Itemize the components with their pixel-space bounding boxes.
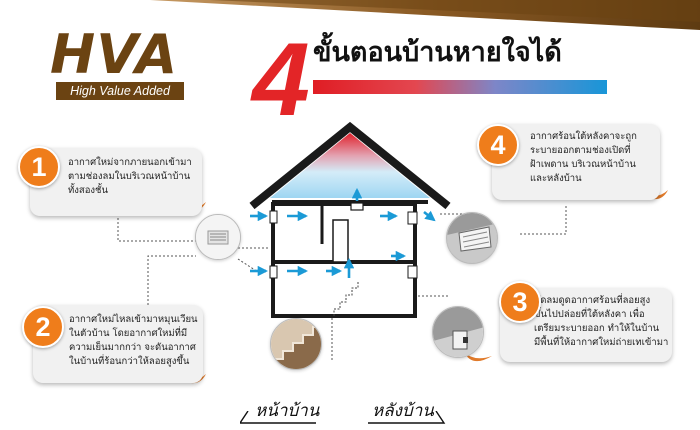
photo-wall-vent xyxy=(195,214,241,260)
photo-ceiling-vent xyxy=(446,212,498,264)
step-4-line: อากาศร้อนใต้หลังคาจะถูก xyxy=(530,131,637,142)
headline-number: 4 xyxy=(252,22,310,138)
vent-grille-icon xyxy=(196,215,240,259)
step-2-line: ความเย็นมากกว่า จะดันอากาศ xyxy=(69,342,196,353)
step-4-line: ฝ้าเพดาน บริเวณหน้าบ้าน xyxy=(530,159,636,170)
door xyxy=(332,219,349,263)
ceiling-fan-icon xyxy=(433,307,483,357)
photo-staircase xyxy=(270,318,322,370)
step-3-line: มีพื้นที่ให้อากาศใหม่ถ่ายเทเข้ามา xyxy=(534,337,669,348)
roof-air-gradient xyxy=(270,133,430,198)
brand-tagline: High Value Added xyxy=(56,82,184,100)
step-1-line: ทั้งสองชั้น xyxy=(68,185,108,196)
step-4-line: และหลังบ้าน xyxy=(530,173,582,184)
step-3-line: ขึ้นไปปล่อยที่ใต้หลังคา เพื่อ xyxy=(534,309,645,320)
step-3-text: พัดลมดูดอากาศร้อนที่ลอยสูง ขึ้นไปปล่อยที… xyxy=(534,294,671,350)
step-badge-1: 1 xyxy=(18,146,60,188)
photo-ceiling-fan xyxy=(432,306,484,358)
back-label: หลังบ้าน xyxy=(372,401,434,421)
step-2-line: ในตัวบ้าน โดยอากาศใหม่ที่มี xyxy=(69,328,188,339)
step-1-line: อากาศใหม่จากภายนอกเข้ามา xyxy=(68,157,192,168)
house-walls xyxy=(271,202,417,318)
step-badge-4: 4 xyxy=(477,124,519,166)
page-title: ขั้นตอนบ้านหายใจได้ xyxy=(313,37,562,68)
step-card-1: อากาศใหม่จากภายนอกเข้ามา ตามช่องลมในบริเ… xyxy=(30,148,202,216)
step-3-line: พัดลมดูดอากาศร้อนที่ลอยสูง xyxy=(534,295,651,306)
brand-name: HVA xyxy=(50,23,179,86)
step-2-line: ในบ้านที่ร้อนกว่าให้ลอยสูงขึ้น xyxy=(69,356,190,367)
airflow-arrows xyxy=(250,187,436,278)
step-4-line: ระบายออกตามช่องเปิดที่ xyxy=(530,145,631,156)
staircase-drawing xyxy=(333,281,359,316)
roof-outline xyxy=(249,121,451,210)
step-1-line: ตามช่องลมในบริเวณหน้าบ้าน xyxy=(68,171,191,182)
brand-logo: HVA High Value Added xyxy=(50,23,190,100)
step-4-text: อากาศร้อนใต้หลังคาจะถูก ระบายออกตามช่องเ… xyxy=(530,130,658,186)
step-card-3: พัดลมดูดอากาศร้อนที่ลอยสูง ขึ้นไปปล่อยที… xyxy=(500,288,672,362)
step-2-line: อากาศใหม่ไหลเข้ามาหมุนเวียน xyxy=(69,314,198,325)
step-badge-2: 2 xyxy=(22,306,64,348)
staircase-icon xyxy=(271,319,321,369)
step-badge-3: 3 xyxy=(499,281,541,323)
step-2-text: อากาศใหม่ไหลเข้ามาหมุนเวียน ในตัวบ้าน โด… xyxy=(69,313,202,369)
step-3-line: เตรียมระบายออก ทำให้ในบ้าน xyxy=(534,323,660,334)
ceiling-vent-icon xyxy=(447,213,497,263)
step-card-4: อากาศร้อนใต้หลังคาจะถูก ระบายออกตามช่องเ… xyxy=(492,124,660,200)
title-gradient-bar xyxy=(313,80,607,94)
step-1-text: อากาศใหม่จากภายนอกเข้ามา ตามช่องลมในบริเ… xyxy=(68,156,200,198)
front-label: หน้าบ้าน xyxy=(255,401,320,421)
